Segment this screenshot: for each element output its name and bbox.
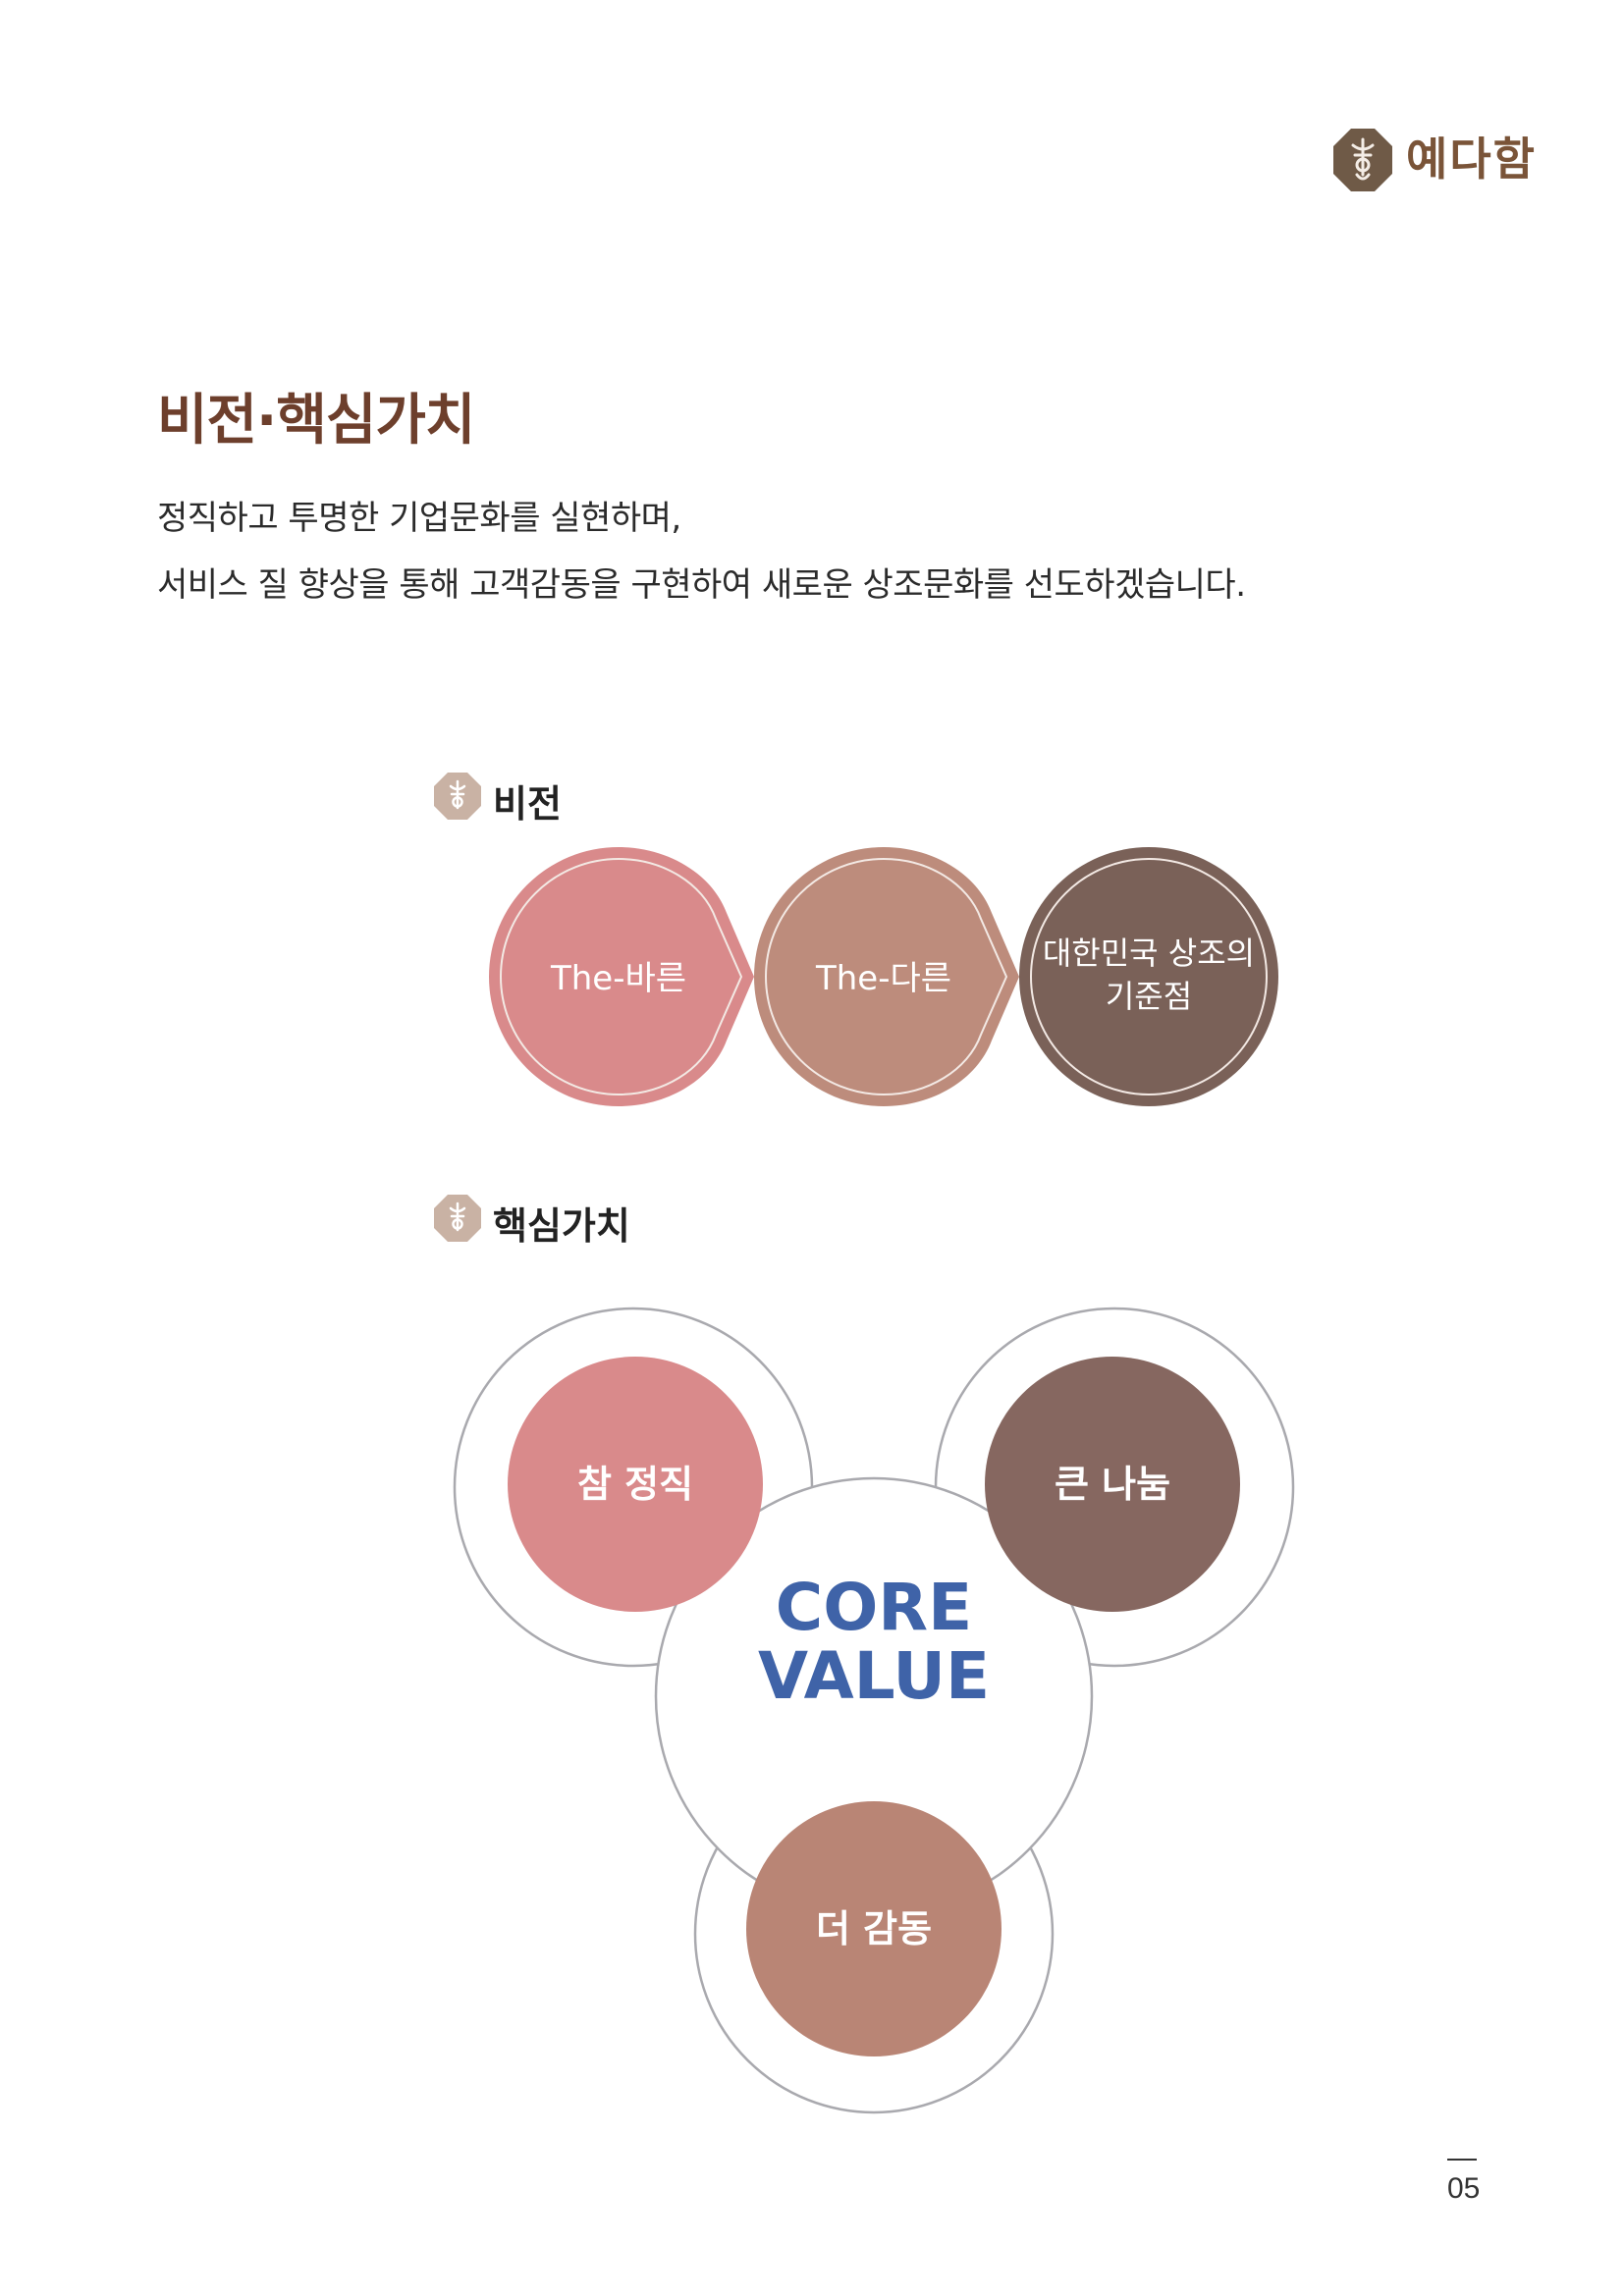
core-value-2-circle [985, 1357, 1240, 1612]
intro-line-1: 정직하고 투명한 기업문화를 실현하며, [157, 499, 681, 538]
core-value-2-label: 큰 나눔 [1055, 1463, 1170, 1506]
vision-step-1: The-바른 [489, 847, 754, 1106]
core-values-heading: 핵심가치 [493, 1204, 630, 1248]
core-value-1-circle [508, 1357, 763, 1612]
core-value-3-circle [746, 1801, 1001, 2056]
vision-step-2: The-다른 [754, 847, 1019, 1106]
core-values-diagram: 참 정직 큰 나눔 더 감동 CORE VALUE [453, 1307, 1295, 2114]
core-center-line2: VALUE [758, 1638, 990, 1714]
core-value-1-label: 참 정직 [577, 1463, 693, 1506]
intro-line-2: 서비스 질 향상을 통해 고객감동을 구현하여 새로운 상조문화를 선도하겠습니… [157, 565, 1246, 605]
brand-emblem-icon [1333, 129, 1392, 191]
page-title: 비전·핵심가치 [157, 389, 475, 453]
core-value-3-label: 더 감동 [816, 1907, 932, 1950]
vision-diagram: 대한민국 상조의 기준점 The-다른 The-바른 [489, 847, 1278, 1106]
brand-logo-text: 예다함 [1406, 133, 1537, 186]
page-number: 05 [1447, 2172, 1481, 2205]
vision-heading: 비전 [493, 782, 562, 826]
section-bullet-icon [434, 1195, 481, 1242]
vision-step-3-label-line1: 대한민국 상조의 [1043, 934, 1255, 972]
brand-logo [1331, 126, 1538, 194]
vision-step-3-label-line2: 기준점 [1106, 978, 1192, 1015]
page-number-rule [1447, 2159, 1477, 2161]
vision-step-2-label: The-다른 [815, 959, 951, 998]
vision-step-3: 대한민국 상조의 기준점 [1019, 847, 1278, 1106]
vision-step-1-label: The-바른 [550, 959, 686, 998]
core-center-line1: CORE [776, 1570, 972, 1645]
section-bullet-icon [434, 773, 481, 820]
